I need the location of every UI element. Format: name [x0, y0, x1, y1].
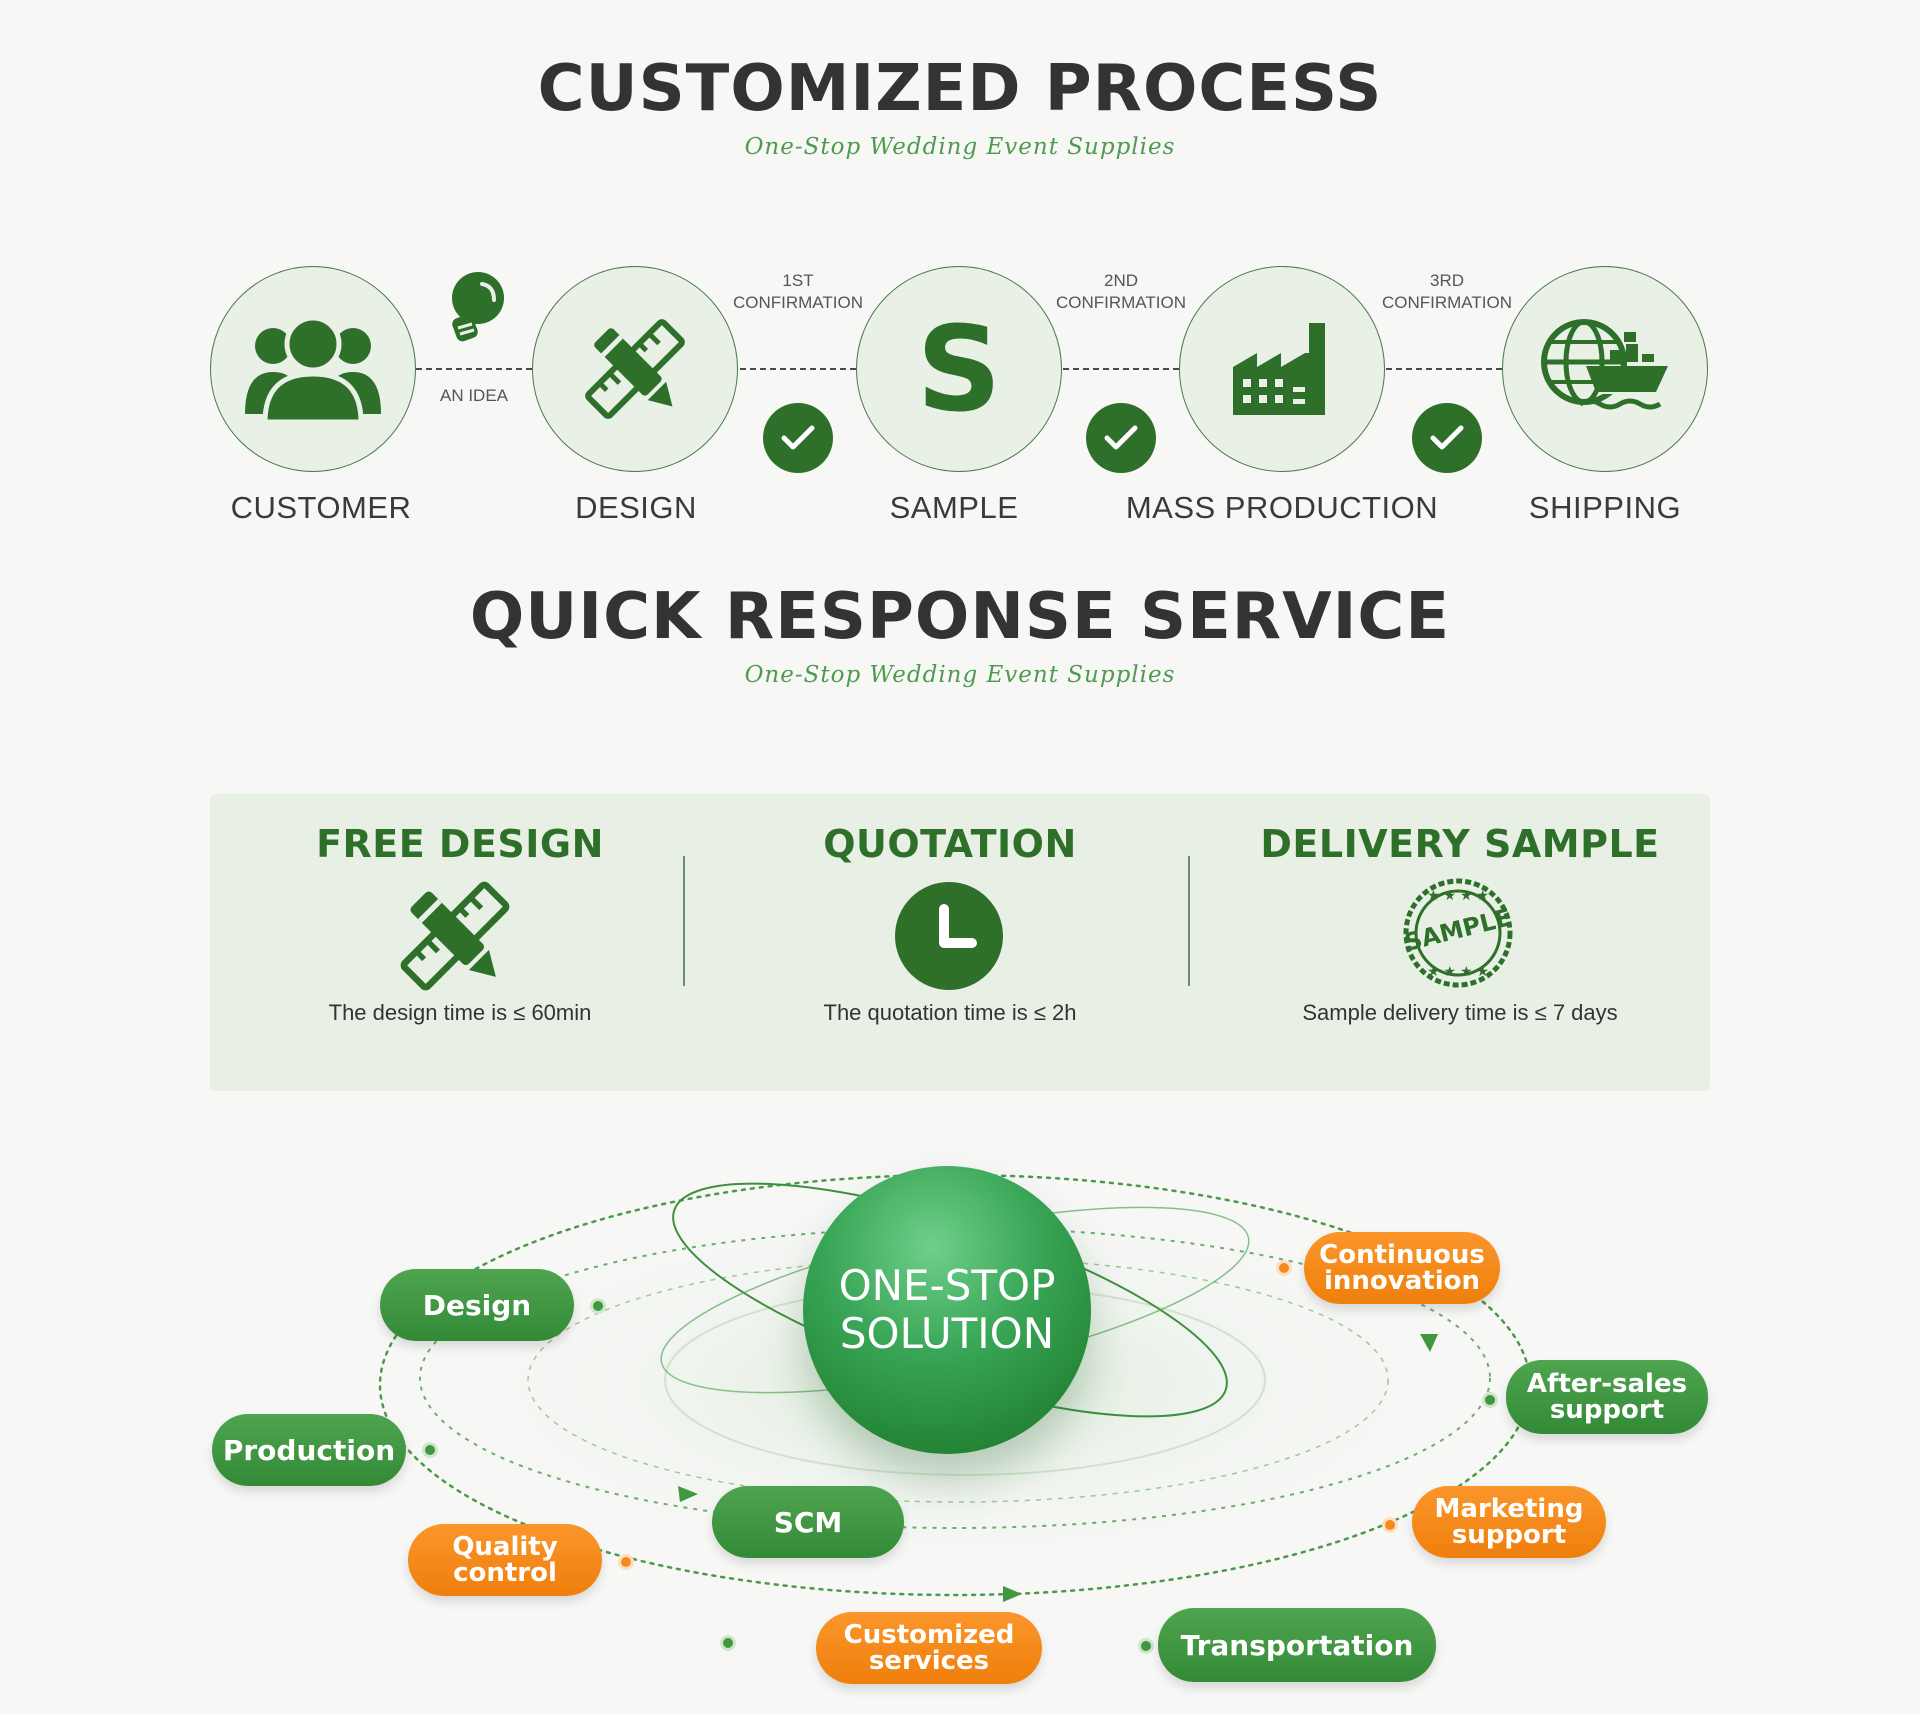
step-label-design: DESIGN [575, 490, 697, 525]
step-label-mass-production: MASS PRODUCTION [1125, 490, 1439, 525]
sphere-line1: ONE-STOP [838, 1261, 1056, 1310]
after-sales-support-pill-line2: support [1549, 1395, 1665, 1425]
quotation-title: QUOTATION [823, 822, 1077, 866]
customized-services-pill: Customized services [816, 1612, 1042, 1684]
quick-response-panel: FREE DESIGN The design time is ≤ 60min Q… [210, 794, 1710, 1091]
continuous-innovation-pill-line1: Continuous [1319, 1240, 1485, 1270]
globe-ship-icon [1541, 319, 1668, 410]
design-pill-label: Design [422, 1288, 532, 1322]
step-label-customer: CUSTOMER [230, 490, 412, 525]
confirmation-ordinal: 3RD [1429, 271, 1464, 290]
divider [1188, 856, 1190, 986]
sample-stamp-icon: ★ ★ ★ ★ ★ ★ ★ ★ SAMPLE [1402, 878, 1514, 988]
confirmation-ordinal: 1ST [782, 271, 814, 290]
check-icon [1086, 403, 1156, 473]
production-pill-label: Production [222, 1433, 396, 1467]
check-icon [1412, 403, 1482, 473]
connector-line [416, 368, 532, 370]
quick-response-title: QUICK RESPONSE SERVICE [469, 580, 1451, 654]
marketing-support-pill-line1: Marketing [1434, 1494, 1584, 1524]
quality-control-pill: Quality control [408, 1524, 602, 1596]
pencil-ruler-icon [585, 319, 685, 419]
connector-line [1063, 368, 1179, 370]
confirmation-label: 1ST CONFIRMATION [718, 270, 878, 314]
step-design-circle [532, 266, 738, 472]
transportation-pill-label: Transportation [1180, 1628, 1414, 1662]
customized-services-pill-line1: Customized [843, 1620, 1015, 1650]
delivery-sample-text: Sample delivery time is ≤ 7 days [1302, 1000, 1618, 1025]
quality-control-pill-line2: control [453, 1558, 557, 1588]
connector-line [1386, 368, 1502, 370]
customized-process-title: CUSTOMIZED PROCESS [537, 52, 1383, 126]
after-sales-support-pill: After-sales support [1506, 1360, 1708, 1434]
free-design-title: FREE DESIGN [316, 822, 604, 866]
factory-icon [1233, 323, 1325, 415]
one-stop-sphere: ONE-STOP SOLUTION [803, 1166, 1091, 1454]
divider [683, 856, 685, 986]
svg-text:★ ★ ★ ★: ★ ★ ★ ★ [1427, 963, 1489, 979]
continuous-innovation-pill-line2: innovation [1324, 1266, 1480, 1296]
confirmation-label: 2ND CONFIRMATION [1041, 270, 1201, 314]
step-customer-circle [210, 266, 416, 472]
scm-pill-label: SCM [773, 1505, 843, 1539]
quotation-text: The quotation time is ≤ 2h [823, 1000, 1077, 1025]
clock-icon [895, 882, 1003, 990]
lightbulb-icon [452, 272, 504, 342]
confirmation-label: 3RD CONFIRMATION [1367, 270, 1527, 314]
marketing-support-pill: Marketing support [1412, 1486, 1606, 1558]
check-icon [763, 403, 833, 473]
connector-line [740, 368, 856, 370]
step-mass-production-circle [1179, 266, 1385, 472]
design-pill: Design [380, 1269, 574, 1341]
production-pill: Production [212, 1414, 406, 1486]
quick-response-subtitle: One-Stop Wedding Event Supplies [744, 662, 1176, 688]
after-sales-support-pill-line1: After-sales [1526, 1369, 1688, 1399]
letter-s-icon: S [916, 300, 1002, 438]
customized-services-pill-line2: services [868, 1646, 990, 1676]
step-label-shipping: SHIPPING [1528, 490, 1682, 525]
transportation-pill: Transportation [1158, 1608, 1436, 1682]
step-shipping-circle [1502, 266, 1708, 472]
quality-control-pill-line1: Quality [452, 1532, 558, 1562]
svg-text:★ ★ ★ ★: ★ ★ ★ ★ [1427, 887, 1489, 903]
customized-process-subtitle: One-Stop Wedding Event Supplies [744, 134, 1176, 160]
pencil-ruler-icon [400, 881, 510, 991]
confirmation-word: CONFIRMATION [732, 293, 863, 312]
marketing-support-pill-line2: support [1451, 1520, 1567, 1550]
delivery-sample-title: DELIVERY SAMPLE [1260, 822, 1660, 866]
step-label-sample: SAMPLE [889, 490, 1019, 525]
confirmation-word: CONFIRMATION [1381, 293, 1512, 312]
customers-icon [245, 315, 381, 424]
step-sample-circle: S [856, 266, 1062, 472]
idea-label: AN IDEA [439, 386, 509, 405]
continuous-innovation-pill: Continuous innovation [1304, 1232, 1500, 1304]
confirmation-ordinal: 2ND [1103, 271, 1138, 290]
confirmation-word: CONFIRMATION [1055, 293, 1186, 312]
scm-pill: SCM [712, 1486, 904, 1558]
free-design-text: The design time is ≤ 60min [328, 1000, 592, 1025]
sphere-line2: SOLUTION [839, 1309, 1055, 1358]
